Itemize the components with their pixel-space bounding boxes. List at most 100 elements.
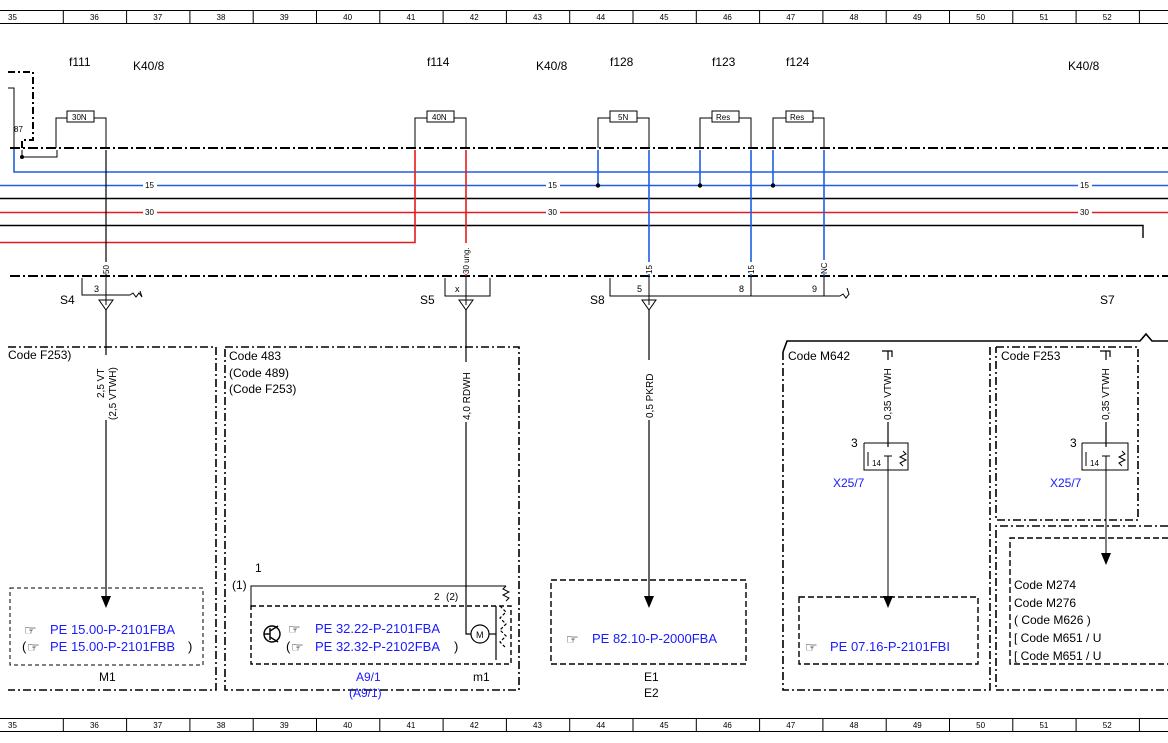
connector-s4 [81,276,143,311]
ref-link-a91-a[interactable]: PE 32.22-P-2101FBA [315,621,440,636]
grid-column-label: 50 [976,721,985,730]
component-x257-a: X25/7 [833,476,865,490]
pointing-hand-icon: ☞ [27,639,40,655]
ref-link-m1-b[interactable]: PE 15.00-P-2101FBB [50,639,175,654]
grid-column-label: 43 [533,721,542,730]
component-a91: A9/1 [356,670,381,684]
mcode-line-1: Code M274 [1014,578,1076,592]
ref-link-m642[interactable]: PE 07.16-P-2101FBI [830,639,950,654]
svg-text:30 ung.: 30 ung. [462,247,471,274]
fuse-rating-f123: Res [716,113,730,122]
grid-column-label: 35 [8,13,17,22]
box-m642 [782,347,991,691]
pointing-hand-icon: ☞ [291,639,304,655]
svg-text:30: 30 [1080,208,1089,217]
grid-column-label: 51 [1039,721,1048,730]
rail-labels: 15 15 15 30 30 30 [143,181,1092,217]
box-m1 [8,346,217,691]
module-label: K40/8 [133,59,165,73]
connector-x257-b [1081,442,1129,555]
component-x257-b: X25/7 [1050,476,1082,490]
component-m1: M1 [99,670,116,684]
fuse-f114 [414,110,467,148]
a91-terminal-2: 2 [434,592,440,603]
grid-column-label: 50 [976,13,985,22]
wire-label-bg [642,360,656,420]
component-a91-alt: (A9/1) [349,686,382,700]
ref-link-a91-b[interactable]: PE 32.32-P-2102FBA [315,639,440,654]
rail-blue-top [13,150,1168,173]
relay-partial [8,71,34,150]
svg-text:15: 15 [548,181,557,190]
grid-column-label: 36 [90,721,99,730]
wire-label-bg [881,360,895,422]
pointing-hand-icon: ☞ [805,639,818,655]
grid-column-label: 51 [1039,13,1048,22]
grid-column-label: 38 [217,721,226,730]
m1-ref-box [9,587,204,666]
grid-column-label: 35 [8,721,17,730]
motor-symbol: M [476,630,484,640]
grid-column-label: 49 [913,721,922,730]
relay-contact [8,87,58,158]
grid-column-label: 40 [343,721,352,730]
svg-text:30: 30 [145,208,154,217]
grid-column-label: 38 [217,13,226,22]
e1-ref-box [550,579,747,665]
connector-s8-pin9: 9 [812,284,817,294]
grid-column-label: 47 [786,13,795,22]
paren-close: ) [188,639,192,654]
ref-link-m1-a[interactable]: PE 15.00-P-2101FBA [50,622,175,637]
grid-ruler-bottom [0,718,1168,732]
grid-column-label: 47 [786,721,795,730]
grid-column-label: 52 [1103,13,1112,22]
pin-label-50: 50 [101,262,111,274]
grid-column-label: 37 [153,13,162,22]
fuse-label-f128: f128 [610,55,634,69]
grid-column-label: 46 [723,13,732,22]
fuse-f128 [597,110,650,148]
wire-label-x257-b: 0,35 VTWH [1101,368,1112,420]
fuse-label-f114: f114 [427,55,450,69]
mcodes-inner-box [1009,537,1168,665]
pin-label-30ung: 30 ung. [461,243,471,274]
paren-open: ( [286,639,291,654]
arrow-e1 [644,596,654,608]
connector-x257-a [863,442,909,600]
grid-column-label: 37 [153,721,162,730]
component-m1-motor: m1 [473,670,490,684]
fuse-f123 [699,110,752,148]
fuse-f111 [55,110,107,148]
connector-s5-pin: x [455,284,460,294]
mcode-line-2: Code M276 [1014,596,1076,610]
wire-label-bg [1099,360,1113,422]
f253r-code: Code F253 [1001,349,1061,363]
grid-column-label: 49 [913,13,922,22]
a91-wire-1 [250,585,506,606]
connector-s8-pin5: 5 [637,284,642,294]
fuse-rating-f114: 40N [432,113,447,122]
svg-text:15: 15 [645,265,654,274]
svg-text:15: 15 [145,181,154,190]
a91-inner-box [250,605,512,665]
grid-column-label: 45 [660,721,669,730]
svg-text:15: 15 [747,265,756,274]
grid-column-label: 52 [1103,721,1112,730]
wire-label-x257-a: 0,35 VTWH [883,368,894,420]
connector-label-s4: S4 [60,293,75,307]
svg-text:15: 15 [1080,181,1089,190]
m642-ref-box [798,596,979,665]
pointing-hand-icon: ☞ [24,622,37,638]
grid-column-label: 46 [723,721,732,730]
mcode-line-4: [ Code M651 / U [1014,631,1101,645]
ref-link-e1[interactable]: PE 82.10-P-2000FBA [592,631,717,646]
grid-column-label: 42 [470,13,479,22]
grid-column-label: 44 [596,721,605,730]
paren-close: ) [454,639,458,654]
fuse-label-f111: f111 [69,55,91,69]
fuse-rating-f128: 5N [618,113,628,122]
grid-column-label: 48 [850,13,859,22]
grid-column-label: 36 [90,13,99,22]
